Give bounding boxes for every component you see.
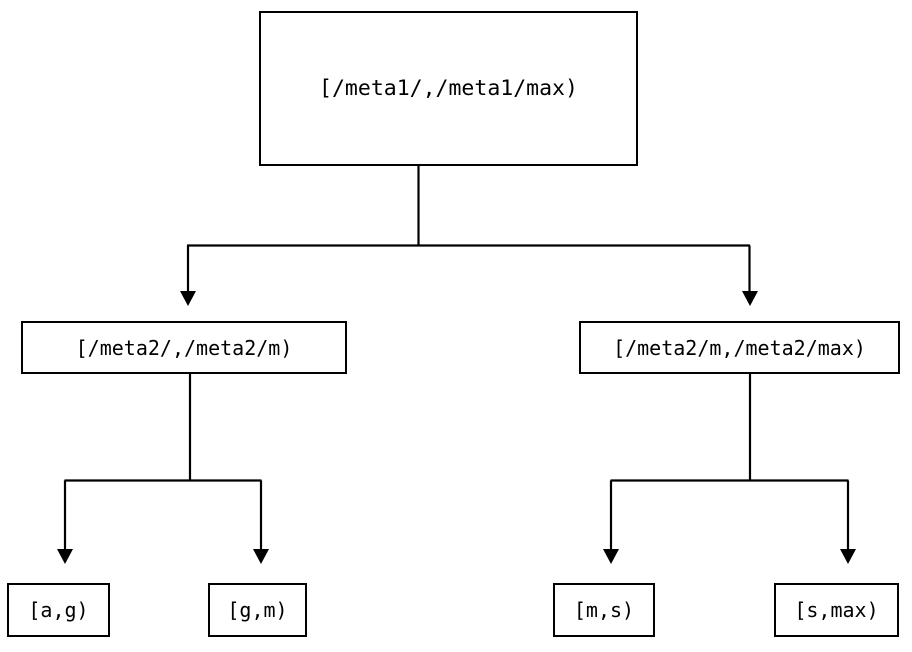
node-leaf-a-g-label: [a,g) xyxy=(28,598,89,622)
node-leaf-g-m-label: [g,m) xyxy=(227,598,288,622)
node-mid-left-label: [/meta2/,/meta2/m) xyxy=(75,335,293,360)
node-root[interactable]: [/meta1/,/meta1/max) xyxy=(259,11,638,166)
arrowhead-mid-left-to-leaf-ag xyxy=(57,549,73,564)
node-leaf-s-max-label: [s,max) xyxy=(794,598,879,622)
node-leaf-m-s[interactable]: [m,s) xyxy=(553,583,655,637)
arrowhead-mid-right-to-leaf-smax xyxy=(840,549,856,564)
node-mid-left[interactable]: [/meta2/,/meta2/m) xyxy=(21,321,347,374)
node-mid-right-label: [/meta2/m,/meta2/max) xyxy=(613,335,866,360)
arrowhead-root-to-mid-right xyxy=(742,291,758,306)
node-leaf-a-g[interactable]: [a,g) xyxy=(7,583,110,637)
node-leaf-m-s-label: [m,s) xyxy=(573,598,635,622)
node-root-label: [/meta1/,/meta1/max) xyxy=(319,75,578,101)
node-leaf-g-m[interactable]: [g,m) xyxy=(208,583,307,637)
arrowhead-mid-right-to-leaf-ms xyxy=(603,549,619,564)
node-mid-right[interactable]: [/meta2/m,/meta2/max) xyxy=(579,321,900,374)
arrowhead-root-to-mid-left xyxy=(180,291,196,306)
node-leaf-s-max[interactable]: [s,max) xyxy=(774,583,899,637)
arrowhead-mid-left-to-leaf-gm xyxy=(253,549,269,564)
